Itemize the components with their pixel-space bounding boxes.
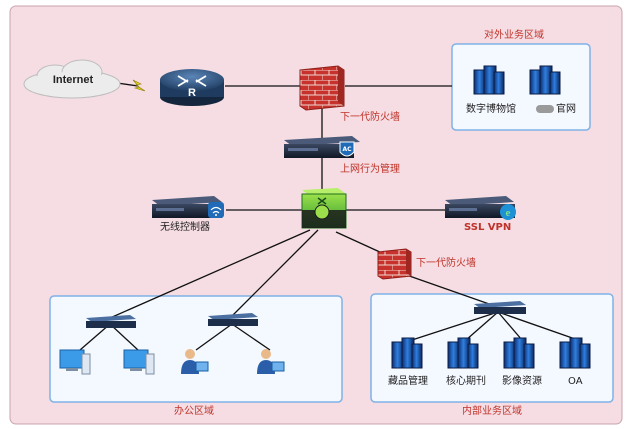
server-tower-icon[interactable] <box>529 65 561 95</box>
ac-badge-icon <box>339 141 355 157</box>
svg-text:AC: AC <box>342 146 352 153</box>
desktop-pc-icon[interactable] <box>123 349 155 375</box>
redaction-mark <box>536 105 554 113</box>
wireless-controller-label: 无线控制器 <box>160 222 210 233</box>
connection-lines <box>79 81 579 351</box>
internal-server-label-images: 影像资源 <box>502 376 542 387</box>
zone-internal <box>370 293 614 403</box>
zone-internal-title: 内部业务区域 <box>462 406 522 417</box>
internal-server-label-oa: OA <box>568 376 583 387</box>
brick-firewall-icon[interactable] <box>299 65 345 111</box>
internet-label: Internet <box>52 74 94 86</box>
user-terminal-icon[interactable] <box>257 349 285 374</box>
zone-external-title: 对外业务区域 <box>484 30 544 41</box>
firewall-top-label: 下一代防火墙 <box>340 112 400 123</box>
firewall-internal-label: 下一代防火墙 <box>416 258 476 269</box>
network-switch-icon[interactable] <box>474 301 526 314</box>
svg-text:e: e <box>506 207 511 219</box>
external-server-label-website: 官网 <box>536 104 576 116</box>
svg-text:R: R <box>188 87 196 99</box>
zone-office <box>49 295 343 403</box>
wireless-controller-device[interactable] <box>152 196 224 218</box>
external-server-label-website-text: 官网 <box>556 104 576 115</box>
lightning-icon <box>132 79 146 92</box>
internal-server-label-journals: 核心期刊 <box>446 376 486 387</box>
zone-external <box>451 43 591 131</box>
internal-firewall-icon[interactable] <box>377 248 412 280</box>
core-switch-icon[interactable] <box>301 188 347 229</box>
server-tower-icon[interactable] <box>473 65 505 95</box>
server-tower-icon[interactable] <box>503 337 535 369</box>
behavior-management-device[interactable]: AC <box>284 136 360 158</box>
desktop-pc-icon[interactable] <box>59 349 91 375</box>
ssl-vpn-device[interactable]: e <box>445 196 516 220</box>
cloud-icon <box>23 59 121 99</box>
network-switch-icon[interactable] <box>86 315 136 328</box>
router-icon[interactable]: R <box>160 69 224 106</box>
server-tower-icon[interactable] <box>447 337 479 369</box>
internal-server-label-collection: 藏品管理 <box>388 376 428 387</box>
external-server-label-museum: 数字博物馆 <box>466 104 516 115</box>
wifi-icon <box>208 202 224 218</box>
server-tower-icon[interactable] <box>391 337 423 369</box>
user-terminal-icon[interactable] <box>181 349 209 374</box>
behavior-mgmt-label: 上网行为管理 <box>340 164 400 175</box>
ie-logo-icon: e <box>500 204 516 220</box>
network-switch-icon[interactable] <box>208 313 258 326</box>
server-tower-icon[interactable] <box>559 337 591 369</box>
ssl-vpn-label: SSL VPN <box>464 222 512 233</box>
zone-office-title: 办公区域 <box>174 406 214 417</box>
